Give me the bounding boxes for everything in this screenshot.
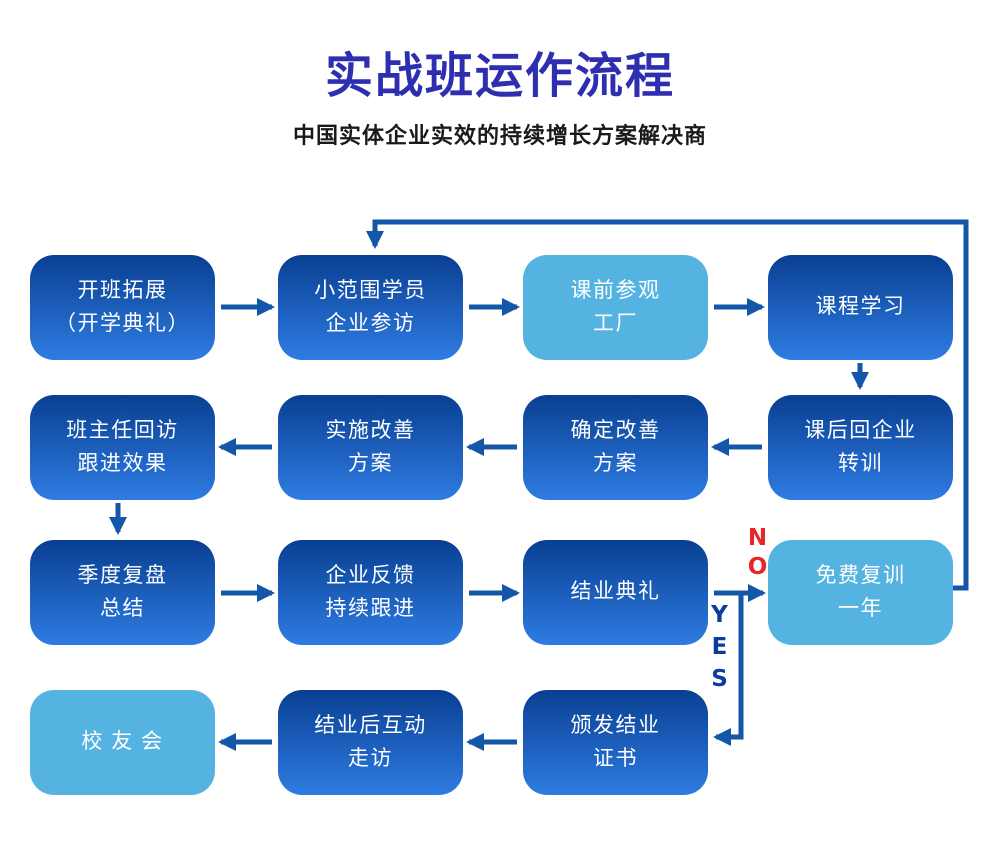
node-transfer: 课后回企业 转训	[768, 395, 953, 500]
node-factory: 课前参观 工厂	[523, 255, 708, 360]
node-alumni: 校 友 会	[30, 690, 215, 795]
node-course-label: 课程学习	[815, 295, 906, 319]
node-factory-label: 课前参观 工厂	[570, 278, 661, 335]
node-ceremony: 结业典礼	[523, 540, 708, 645]
node-implement-label: 实施改善 方案	[325, 418, 416, 475]
node-implement: 实施改善 方案	[278, 395, 463, 500]
node-teacher: 班主任回访 跟进效果	[30, 395, 215, 500]
node-confirm: 确定改善 方案	[523, 395, 708, 500]
node-feedback: 企业反馈 持续跟进	[278, 540, 463, 645]
page-title: 实战班运作流程	[324, 50, 675, 103]
node-quarterly: 季度复盘 总结	[30, 540, 215, 645]
yes-branch-label: YES	[711, 602, 728, 692]
no-branch-label: NO	[747, 525, 768, 580]
node-retrain-label: 免费复训 一年	[815, 563, 906, 620]
node-kickoff: 开班拓展 （开学典礼）	[30, 255, 215, 360]
node-retrain: 免费复训 一年	[768, 540, 953, 645]
node-quarterly-label: 季度复盘 总结	[77, 563, 168, 620]
node-transfer-label: 课后回企业 转训	[804, 418, 917, 475]
node-course: 课程学习	[768, 255, 953, 360]
node-visit-label: 小范围学员 企业参访	[314, 278, 427, 335]
node-confirm-label: 确定改善 方案	[570, 418, 661, 475]
node-visit: 小范围学员 企业参访	[278, 255, 463, 360]
node-teacher-label: 班主任回访 跟进效果	[66, 418, 179, 475]
node-feedback-label: 企业反馈 持续跟进	[325, 563, 416, 620]
node-kickoff-label: 开班拓展 （开学典礼）	[55, 278, 190, 335]
node-interaction-label: 结业后互动 走访	[314, 713, 427, 770]
node-alumni-label: 校 友 会	[81, 730, 164, 754]
node-interaction: 结业后互动 走访	[278, 690, 463, 795]
node-certificate-label: 颁发结业 证书	[570, 713, 661, 770]
node-certificate: 颁发结业 证书	[523, 690, 708, 795]
page-subtitle: 中国实体企业实效的持续增长方案解决商	[292, 123, 707, 148]
node-ceremony-label: 结业典礼	[570, 580, 661, 604]
